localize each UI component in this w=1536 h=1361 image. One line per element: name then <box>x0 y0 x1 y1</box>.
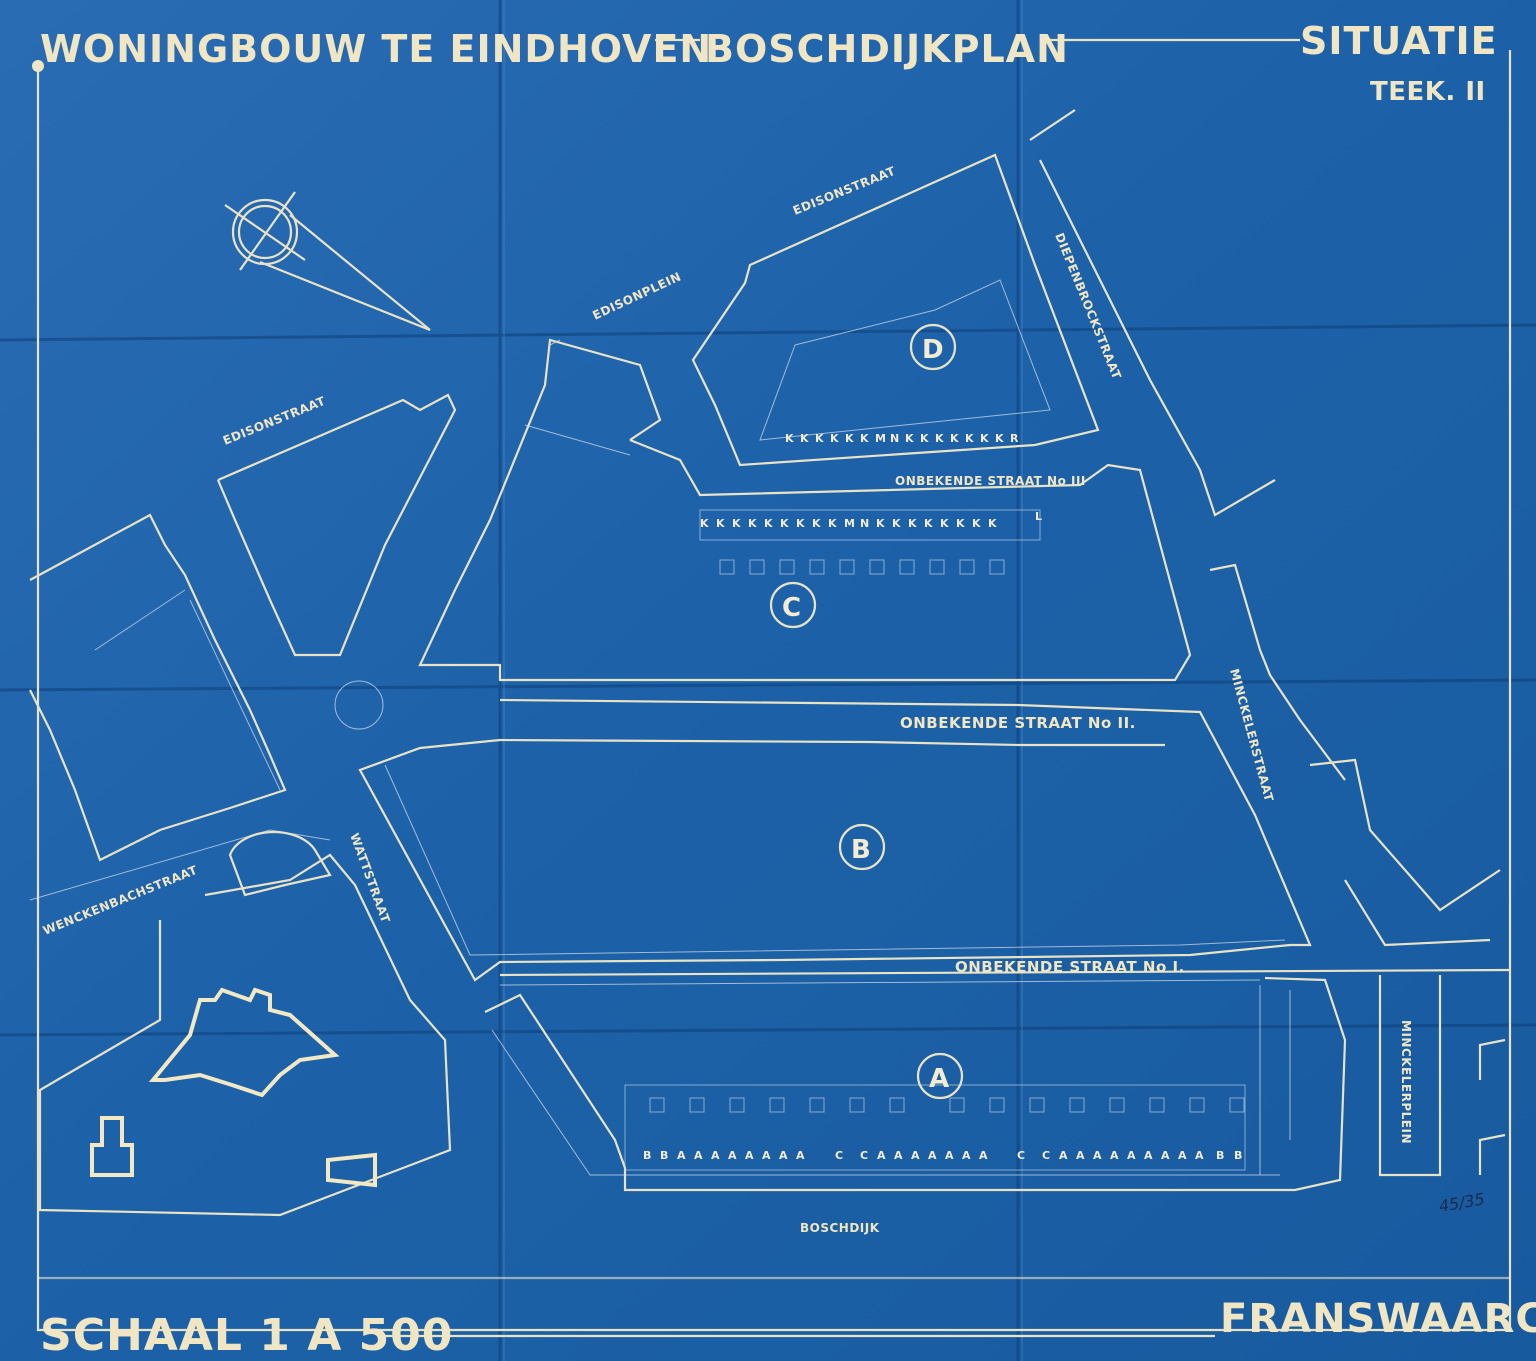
scale-label: SCHAAL 1 A 500 <box>40 1310 453 1361</box>
svg-text:K: K <box>905 432 914 445</box>
svg-text:K: K <box>732 517 741 530</box>
svg-text:K: K <box>700 517 709 530</box>
svg-text:K: K <box>950 432 959 445</box>
block-d: K K K K K K M N K K K K K K K R D <box>691 153 1100 467</box>
svg-text:K: K <box>830 432 839 445</box>
svg-text:K: K <box>828 517 837 530</box>
svg-text:K: K <box>988 517 997 530</box>
svg-text:K: K <box>995 432 1004 445</box>
street-minckelerplein: MINCKELERPLEIN <box>1399 1020 1413 1144</box>
sheet-type: SITUATIE <box>1300 19 1498 63</box>
street-onbekende-2: ONBEKENDE STRAAT No II. <box>900 714 1136 732</box>
left-parcels <box>29 393 457 1217</box>
svg-text:K: K <box>796 517 805 530</box>
svg-text:M: M <box>844 517 855 530</box>
svg-text:A: A <box>928 1149 937 1162</box>
svg-text:A: A <box>1127 1149 1136 1162</box>
svg-text:K: K <box>972 517 981 530</box>
svg-text:K: K <box>748 517 757 530</box>
svg-text:B: B <box>660 1149 668 1162</box>
existing-buildings <box>90 987 377 1188</box>
svg-text:K: K <box>980 432 989 445</box>
svg-text:K: K <box>812 517 821 530</box>
block-b-label: B <box>851 835 871 865</box>
svg-text:A: A <box>1110 1149 1119 1162</box>
right-parcels <box>1029 109 1506 1177</box>
svg-text:K: K <box>920 432 929 445</box>
block-c-label: C <box>782 593 801 623</box>
architect-label: FRANSWAARCH <box>1220 1296 1536 1342</box>
svg-text:C: C <box>1042 1149 1050 1162</box>
svg-text:A: A <box>979 1149 988 1162</box>
svg-text:N: N <box>860 517 869 530</box>
svg-text:K: K <box>965 432 974 445</box>
block-d-house-letters: K K K K K K M N K K K K K K K R <box>785 432 1019 445</box>
svg-text:K: K <box>764 517 773 530</box>
svg-text:R: R <box>1010 432 1019 445</box>
svg-text:B: B <box>1216 1149 1224 1162</box>
svg-text:K: K <box>860 432 869 445</box>
drawing-number: TEEK. II <box>1370 77 1486 107</box>
svg-text:K: K <box>800 432 809 445</box>
svg-text:K: K <box>845 432 854 445</box>
svg-text:A: A <box>1059 1149 1068 1162</box>
svg-text:A: A <box>762 1149 771 1162</box>
svg-text:A: A <box>1076 1149 1085 1162</box>
svg-text:K: K <box>716 517 725 530</box>
svg-text:N: N <box>890 432 899 445</box>
svg-text:B: B <box>1234 1149 1242 1162</box>
svg-text:A: A <box>1178 1149 1187 1162</box>
svg-text:A: A <box>962 1149 971 1162</box>
street-onbekende-3: ONBEKENDE STRAAT No III <box>895 474 1086 488</box>
svg-text:K: K <box>924 517 933 530</box>
svg-text:K: K <box>892 517 901 530</box>
svg-text:A: A <box>796 1149 805 1162</box>
svg-text:A: A <box>911 1149 920 1162</box>
svg-text:A: A <box>945 1149 954 1162</box>
svg-text:K: K <box>785 432 794 445</box>
svg-text:A: A <box>1144 1149 1153 1162</box>
svg-text:A: A <box>779 1149 788 1162</box>
street-onbekende-1: ONBEKENDE STRAAT No I. <box>955 958 1185 976</box>
compass-rose-icon <box>224 191 431 332</box>
block-b: B <box>358 698 1312 982</box>
svg-text:A: A <box>745 1149 754 1162</box>
svg-text:A: A <box>711 1149 720 1162</box>
svg-text:K: K <box>876 517 885 530</box>
svg-text:K: K <box>780 517 789 530</box>
svg-text:K: K <box>815 432 824 445</box>
svg-text:A: A <box>1161 1149 1170 1162</box>
sheet-border <box>32 38 1512 1338</box>
svg-text:K: K <box>956 517 965 530</box>
svg-text:C: C <box>835 1149 843 1162</box>
svg-text:A: A <box>1195 1149 1204 1162</box>
svg-text:A: A <box>694 1149 703 1162</box>
block-a-label: A <box>929 1064 949 1094</box>
svg-text:K: K <box>908 517 917 530</box>
block-a-house-letters: B B A A A A A A A A C C A A A A A A A C … <box>643 1149 1242 1162</box>
street-boschdijk: BOSCHDIJK <box>800 1221 880 1235</box>
svg-text:A: A <box>728 1149 737 1162</box>
svg-text:A: A <box>894 1149 903 1162</box>
svg-text:B: B <box>643 1149 651 1162</box>
block-a: B B A A A A A A A A C C A A A A A A A C … <box>484 968 1511 1192</box>
block-d-label: D <box>922 335 944 365</box>
svg-text:C: C <box>1017 1149 1025 1162</box>
block-c: K K K K K K K K K M N K K K K K K K K L <box>418 338 1192 682</box>
svg-text:M: M <box>875 432 886 445</box>
svg-text:A: A <box>677 1149 686 1162</box>
svg-text:A: A <box>877 1149 886 1162</box>
svg-text:L: L <box>1035 510 1042 523</box>
svg-text:A: A <box>1093 1149 1102 1162</box>
title-center: BOSCHDIJKPLAN <box>705 27 1069 71</box>
svg-text:K: K <box>935 432 944 445</box>
block-c-house-letters: K K K K K K K K K M N K K K K K K K K L <box>700 510 1042 530</box>
title-left: WONINGBOUW TE EINDHOVEN <box>40 27 712 71</box>
svg-text:K: K <box>940 517 949 530</box>
svg-text:C: C <box>860 1149 868 1162</box>
